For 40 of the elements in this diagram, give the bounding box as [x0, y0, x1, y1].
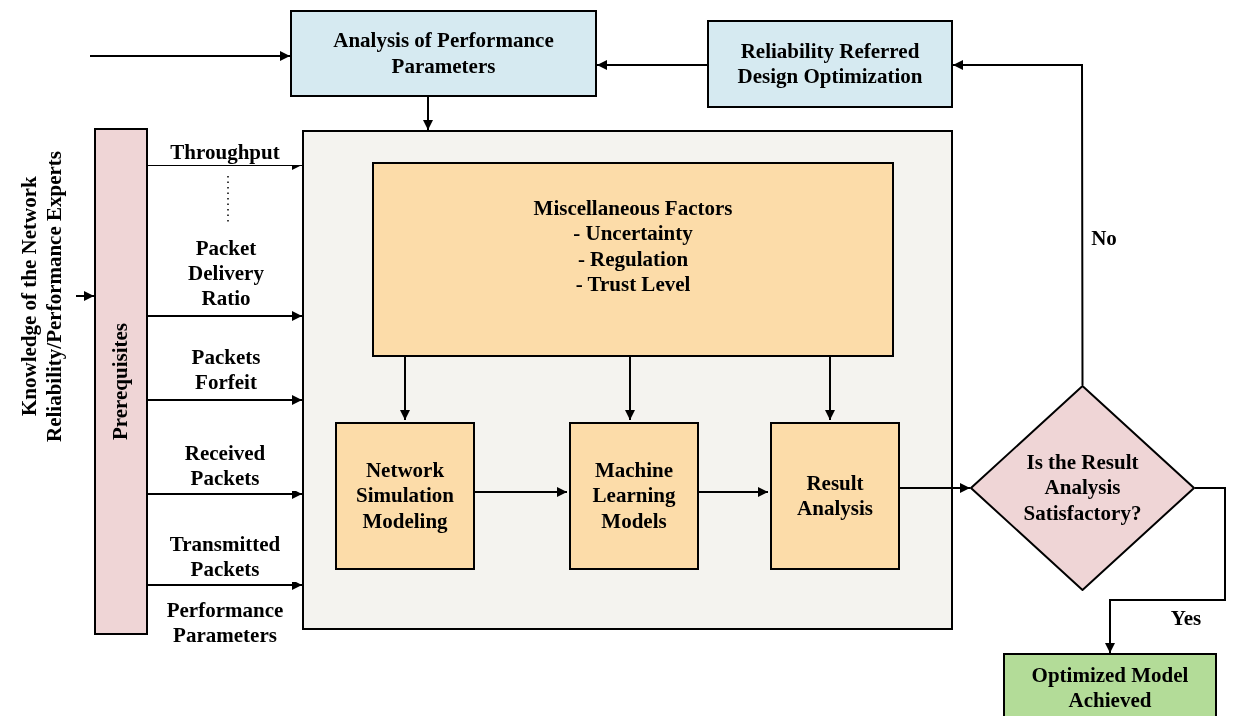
node-label: Analysis of Performance Parameters — [332, 28, 555, 79]
node-label: Reliability Referred Design Optimization — [736, 38, 924, 90]
arrow — [897, 483, 971, 493]
arrow — [75, 291, 95, 301]
arrow — [147, 395, 303, 405]
node-label: Network Simulation Modeling — [355, 458, 455, 534]
process-box — [707, 20, 953, 108]
arrow — [596, 60, 708, 70]
arrow — [89, 51, 291, 61]
process-box — [770, 422, 900, 570]
node-label: Prerequisites — [107, 323, 134, 441]
list-item: - Regulation — [576, 246, 690, 272]
arrow — [147, 311, 303, 321]
node-label: Knowledge of the Network Reliability/Performance Experts — [15, 149, 67, 444]
arrow — [696, 487, 769, 497]
node-label: Result Analysis — [796, 470, 874, 522]
arrow — [400, 354, 410, 421]
process-box — [290, 10, 597, 97]
arrow — [952, 60, 1084, 386]
arrow — [625, 354, 635, 421]
process-box — [372, 162, 894, 357]
list-item: - Uncertainty — [572, 221, 694, 247]
prerequisites-bar — [94, 128, 148, 635]
node-label: Machine Learning Models — [591, 458, 677, 534]
arrow — [147, 580, 303, 590]
process-container — [302, 130, 953, 630]
process-box — [1003, 653, 1217, 716]
arrow — [1105, 487, 1226, 654]
process-box — [335, 422, 475, 570]
list-item: - Trust Level — [574, 271, 692, 297]
node-label: Optimized Model Achieved — [1030, 662, 1190, 714]
process-box — [569, 422, 699, 570]
arrow — [423, 96, 433, 131]
arrow — [472, 487, 568, 497]
text-label: Performance Parameters — [165, 598, 285, 649]
arrow — [147, 489, 303, 499]
decision-diamond — [970, 385, 1195, 591]
node-label: Is the Result Analysis Satisfactory? — [1022, 450, 1143, 526]
arrow — [825, 354, 835, 421]
heading: Miscellaneous Factors — [532, 196, 734, 222]
